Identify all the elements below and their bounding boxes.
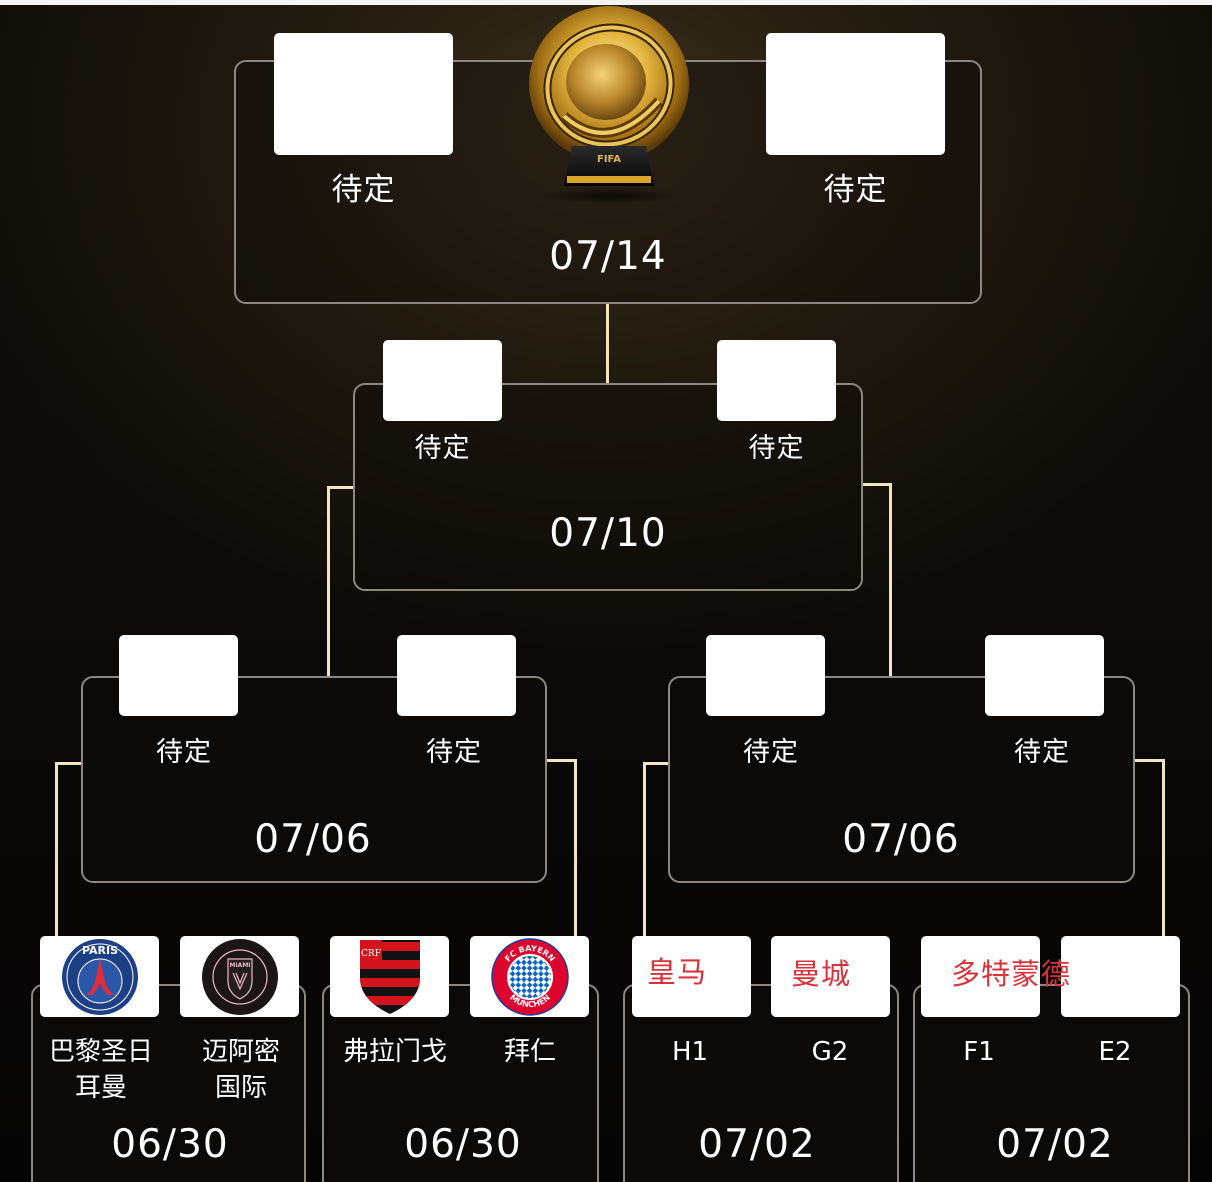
r16-d-team-2-name-line1: E2 <box>1098 1037 1132 1067</box>
semifinal-team-2-logo-placeholder <box>717 340 836 421</box>
connector-semi-qf1-v <box>327 486 330 676</box>
r16-b-date: 06/30 <box>404 1122 522 1167</box>
r16-a-team-1-logo-box: PARIS <box>40 936 159 1017</box>
connector-qf1-r16b-v <box>574 759 577 939</box>
connector-qf1-r16a-v <box>55 762 58 939</box>
r16-b-team-1-logo-box: CRF <box>330 936 449 1017</box>
svg-text:MIAMI: MIAMI <box>229 962 250 969</box>
semifinal-date: 07/10 <box>549 511 667 556</box>
svg-text:FIFA: FIFA <box>597 154 621 165</box>
r16-a-team-1-name-line1: 巴黎圣日 <box>48 1037 153 1067</box>
r16-c-team-1-annotation: 皇马 <box>647 955 708 989</box>
svg-text:PARIS: PARIS <box>81 944 117 957</box>
r16-b-team-2-logo-box: FC BAYERN MÜNCHEN <box>470 936 589 1017</box>
r16-a-card[interactable] <box>31 984 306 1182</box>
r16-a-date: 06/30 <box>111 1122 229 1167</box>
r16-c-team-1-name: H1 <box>640 1037 740 1068</box>
r16-c-team-1-name-line1: H1 <box>671 1037 709 1067</box>
qf2-team-1-logo-placeholder <box>706 635 825 716</box>
psg-crest-icon: PARIS <box>61 938 138 1015</box>
r16-a-team-2-name: 迈阿密 国际 <box>176 1037 306 1104</box>
connector-qf2-r16c-v <box>643 762 646 939</box>
qf2-team-2-logo-placeholder <box>985 635 1104 716</box>
r16-c-card[interactable] <box>623 984 899 1182</box>
r16-b-team-1-name: 弗拉门戈 <box>330 1037 460 1068</box>
r16-d-card[interactable] <box>913 984 1190 1182</box>
r16-b-team-1-name-line1: 弗拉门戈 <box>342 1037 447 1067</box>
r16-b-team-2-name-line1: 拜仁 <box>503 1037 556 1067</box>
r16-c-team-2-logo-placeholder <box>771 936 890 1017</box>
trophy-icon: FIFA <box>524 6 694 206</box>
r16-c-team-2-name: G2 <box>780 1037 880 1068</box>
qf1-team-1-logo-placeholder <box>119 635 238 716</box>
qf1-team-2-logo-placeholder <box>397 635 516 716</box>
connector-qf1-r16a-h <box>55 762 82 765</box>
r16-d-team-2-logo-placeholder <box>1061 936 1180 1017</box>
connector-qf2-r16d-h <box>1134 759 1164 762</box>
r16-a-team-1-name: 巴黎圣日 耳曼 <box>36 1037 166 1104</box>
svg-text:CRF: CRF <box>361 949 381 959</box>
qf1-team-1-name: 待定 <box>156 737 212 768</box>
final-team-2-logo-placeholder <box>766 33 945 155</box>
r16-d-team-1-annotation: 多特蒙德 <box>951 957 1072 991</box>
connector-semi-qf2-h <box>862 483 892 486</box>
r16-c-team-1-logo-placeholder <box>632 936 751 1017</box>
r16-a-team-2-logo-box: MIAMI <box>180 936 299 1017</box>
r16-c-date: 07/02 <box>698 1122 816 1167</box>
final-team-1-logo-placeholder <box>274 33 453 155</box>
r16-a-team-1-name-line2: 耳曼 <box>74 1072 127 1103</box>
connector-qf2-r16c-h <box>643 762 670 765</box>
r16-d-team-2-name: E2 <box>1065 1037 1165 1068</box>
r16-d-date: 07/02 <box>996 1122 1114 1167</box>
semifinal-team-2-name: 待定 <box>748 433 805 464</box>
r16-b-card[interactable] <box>322 984 599 1182</box>
semifinal-team-1-logo-placeholder <box>383 340 502 421</box>
qf1-team-2-name: 待定 <box>426 737 482 768</box>
r16-a-team-2-name-line2: 国际 <box>214 1072 267 1103</box>
connector-qf2-r16d-v <box>1162 759 1165 939</box>
r16-d-team-1-name-line1: F1 <box>963 1037 995 1067</box>
r16-a-team-2-name-line1: 迈阿密 <box>201 1037 280 1067</box>
r16-d-team-1-logo-placeholder <box>921 936 1040 1017</box>
r16-b-team-2-name: 拜仁 <box>480 1037 580 1068</box>
flamengo-crest-icon: CRF <box>359 939 420 1014</box>
r16-d-team-1-name: F1 <box>929 1037 1029 1068</box>
connector-semi-qf2-v <box>889 483 892 676</box>
r16-c-team-2-annotation: 曼城 <box>791 957 852 991</box>
top-border-strip <box>0 0 1212 5</box>
final-team-1-name: 待定 <box>331 172 396 208</box>
final-team-2-name: 待定 <box>823 172 888 208</box>
qf2-team-2-name: 待定 <box>1014 737 1070 768</box>
qf2-team-1-name: 待定 <box>743 737 799 768</box>
inter-miami-crest-icon: MIAMI <box>201 938 278 1015</box>
qf2-date: 07/06 <box>842 817 960 862</box>
semifinal-team-1-name: 待定 <box>414 433 471 464</box>
connector-final-semi <box>606 303 609 383</box>
final-date: 07/14 <box>549 234 667 279</box>
connector-qf1-r16b-h <box>546 759 576 762</box>
bayern-crest-icon: FC BAYERN MÜNCHEN <box>490 937 569 1016</box>
connector-semi-qf1-h <box>327 486 354 489</box>
r16-c-team-2-name-line1: G2 <box>811 1037 849 1067</box>
qf1-date: 07/06 <box>254 817 372 862</box>
